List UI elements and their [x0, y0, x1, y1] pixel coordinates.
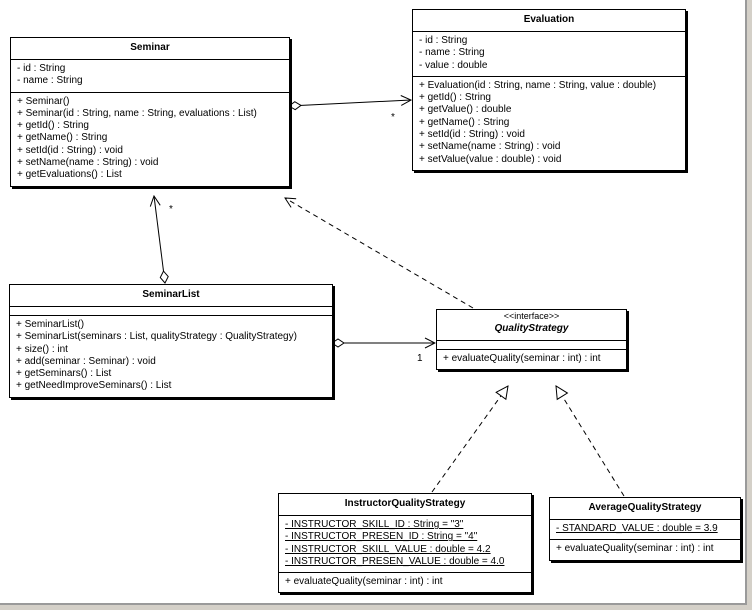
operation: + setName(name : String) : void	[17, 157, 159, 169]
operation: + getId() : String	[17, 120, 89, 132]
operations-section: + evaluateQuality(seminar : int) : int	[550, 540, 740, 559]
multiplicity-seminarlist-qualitystrategy: 1	[417, 353, 423, 364]
window-edge-bottom	[0, 605, 752, 610]
relationship-lines	[0, 0, 625, 497]
dependency-qualitystrategy-seminar	[285, 198, 474, 309]
attributes-section	[10, 307, 332, 316]
attribute: - value : double	[419, 59, 488, 71]
operation: + getName() : String	[419, 116, 510, 128]
aggregation-seminarlist-seminar	[154, 196, 165, 283]
operation: + SeminarList()	[16, 319, 85, 330]
attributes-section	[437, 341, 626, 350]
static-attribute: - INSTRUCTOR_PRESEN_ID : String = "4"	[285, 531, 478, 543]
operations-section: + Evaluation(id : String, name : String,…	[413, 77, 685, 170]
operations-section: + evaluateQuality(seminar : int) : int	[437, 350, 626, 369]
operation: + Evaluation(id : String, name : String,…	[419, 79, 657, 91]
class-name: SeminarList	[10, 285, 332, 307]
operation: + SeminarList(seminars : List, qualitySt…	[16, 331, 297, 343]
operation: + setName(name : String) : void	[419, 141, 561, 153]
attributes-section: - INSTRUCTOR_SKILL_ID : String = "3" - I…	[279, 516, 531, 574]
interface-name: QualityStrategy	[494, 323, 569, 334]
operation: + getId() : String	[419, 92, 491, 104]
operation: + evaluateQuality(seminar : int) : int	[556, 543, 714, 555]
class-instructorqualitystrategy[interactable]: InstructorQualityStrategy - INSTRUCTOR_S…	[278, 493, 532, 594]
operation: + getValue() : double	[419, 104, 512, 116]
multiplicity-seminarlist-seminar: *	[169, 204, 173, 215]
class-averagequalitystrategy[interactable]: AverageQualityStrategy - STANDARD_VALUE …	[549, 497, 741, 561]
class-seminarlist[interactable]: SeminarList + SeminarList() + SeminarLis…	[9, 284, 333, 398]
operation: + setId(id : String) : void	[17, 144, 123, 156]
static-attribute: - INSTRUCTOR_PRESEN_VALUE : double = 4.0	[285, 555, 505, 567]
interface-header: <<interface>> QualityStrategy	[437, 310, 626, 341]
class-name: Seminar	[11, 38, 289, 60]
realization-average-qualitystrategy	[556, 386, 625, 497]
attributes-section: - id : String - name : String - value : …	[413, 32, 685, 77]
attribute: - id : String	[419, 35, 468, 46]
operation: + getNeedImproveSeminars() : List	[16, 380, 172, 392]
operations-section: + SeminarList() + SeminarList(seminars :…	[10, 316, 332, 397]
attributes-section: - id : String - name : String	[11, 60, 289, 93]
attributes-section: - STANDARD_VALUE : double = 3.9	[550, 520, 740, 541]
attribute: - name : String	[419, 47, 485, 59]
multiplicity-seminar-evaluation: *	[391, 112, 395, 123]
class-seminar[interactable]: Seminar - id : String - name : String + …	[10, 37, 290, 187]
class-name: InstructorQualityStrategy	[279, 494, 531, 516]
operations-section: + Seminar() + Seminar(id : String, name …	[11, 93, 289, 186]
operation: + add(seminar : Seminar) : void	[16, 355, 156, 367]
operation: + getSeminars() : List	[16, 368, 112, 380]
realization-instructor-qualitystrategy	[431, 386, 508, 493]
static-attribute: - STANDARD_VALUE : double = 3.9	[556, 523, 718, 534]
class-name: Evaluation	[413, 10, 685, 32]
stereotype-label: <<interface>>	[503, 311, 560, 321]
window-edge-right	[747, 0, 752, 610]
operation: + evaluateQuality(seminar : int) : int	[285, 576, 443, 588]
operation: + setValue(value : double) : void	[419, 153, 562, 165]
interface-qualitystrategy[interactable]: <<interface>> QualityStrategy + evaluate…	[436, 309, 627, 371]
operation: + Seminar()	[17, 95, 70, 107]
operation: + evaluateQuality(seminar : int) : int	[443, 353, 601, 364]
class-name: AverageQualityStrategy	[550, 498, 740, 520]
static-attribute: - INSTRUCTOR_SKILL_ID : String = "3"	[285, 519, 464, 530]
operations-section: + evaluateQuality(seminar : int) : int	[279, 573, 531, 592]
class-evaluation[interactable]: Evaluation - id : String - name : String…	[412, 9, 686, 171]
operation: + Seminar(id : String, name : String, ev…	[17, 107, 257, 119]
operation: + size() : int	[16, 343, 68, 355]
operation: + getName() : String	[17, 132, 108, 144]
static-attribute: - INSTRUCTOR_SKILL_VALUE : double = 4.2	[285, 543, 491, 555]
aggregation-seminar-evaluation	[289, 100, 411, 106]
operation: + setId(id : String) : void	[419, 129, 525, 141]
operation: + getEvaluations() : List	[17, 169, 122, 181]
attribute: - name : String	[17, 75, 83, 87]
attribute: - id : String	[17, 63, 66, 74]
